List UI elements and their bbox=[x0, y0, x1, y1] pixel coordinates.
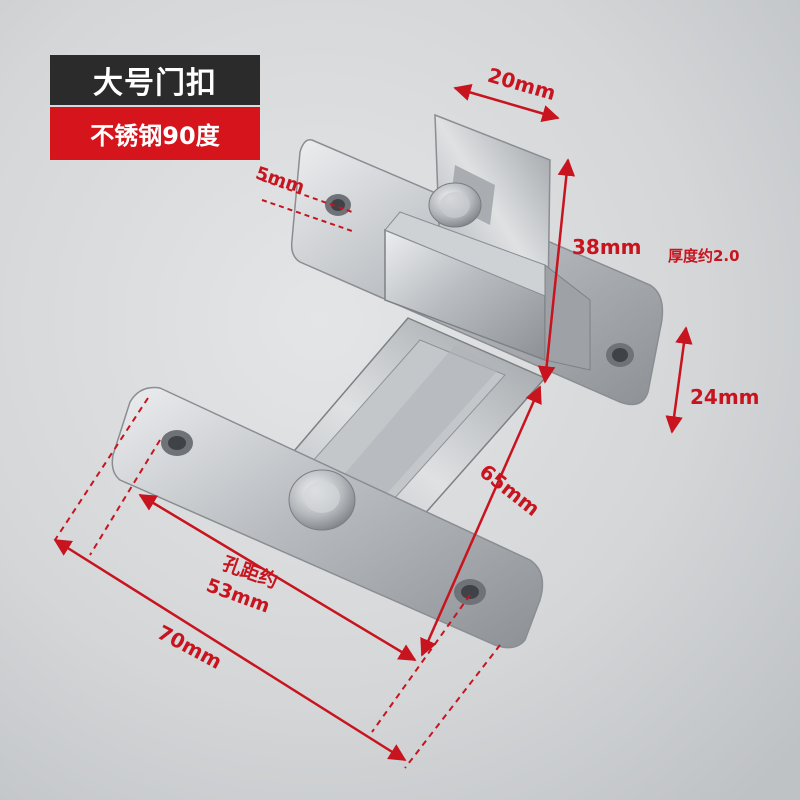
upper-knob bbox=[428, 165, 495, 228]
dimension-lines bbox=[53, 84, 693, 769]
lower-knob bbox=[288, 469, 356, 531]
dim-plate-height: 24mm bbox=[690, 385, 760, 409]
dim-height: 38mm bbox=[572, 235, 642, 259]
dim-thickness: 厚度约2.0 bbox=[668, 247, 740, 265]
material-badge: 不锈钢90度 bbox=[50, 107, 260, 160]
product-title-badge: 大号门扣 bbox=[50, 55, 260, 105]
